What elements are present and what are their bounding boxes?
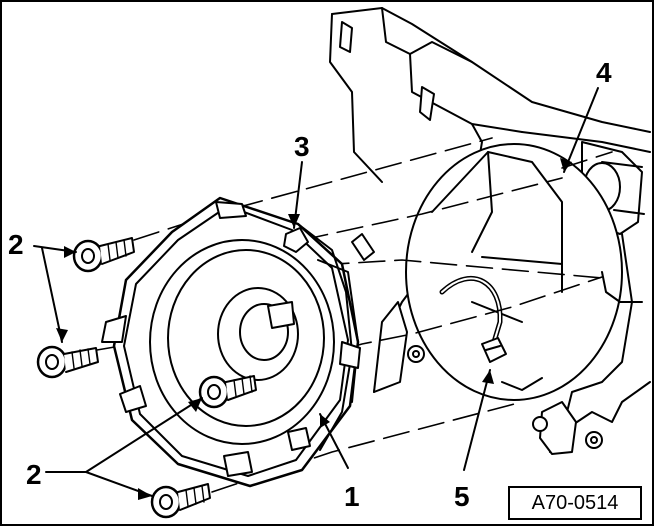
speaker-assembly bbox=[101, 196, 361, 488]
screw-top-left bbox=[72, 237, 135, 273]
callout-1: 1 bbox=[344, 481, 360, 512]
screw-bottom bbox=[150, 483, 211, 519]
callout-5: 5 bbox=[454, 481, 470, 512]
screw-mid-left bbox=[36, 345, 99, 379]
screw-center bbox=[198, 375, 257, 409]
callout-2-upper: 2 bbox=[8, 229, 24, 260]
mounting-bracket bbox=[329, 7, 651, 455]
callout-3: 3 bbox=[294, 131, 310, 162]
figure-code-box: A70-0514 bbox=[508, 486, 642, 520]
callout-2-lower: 2 bbox=[26, 459, 42, 490]
leader-arrowheads bbox=[56, 158, 572, 500]
wiring-connector bbox=[481, 337, 507, 363]
callout-4: 4 bbox=[596, 57, 612, 88]
